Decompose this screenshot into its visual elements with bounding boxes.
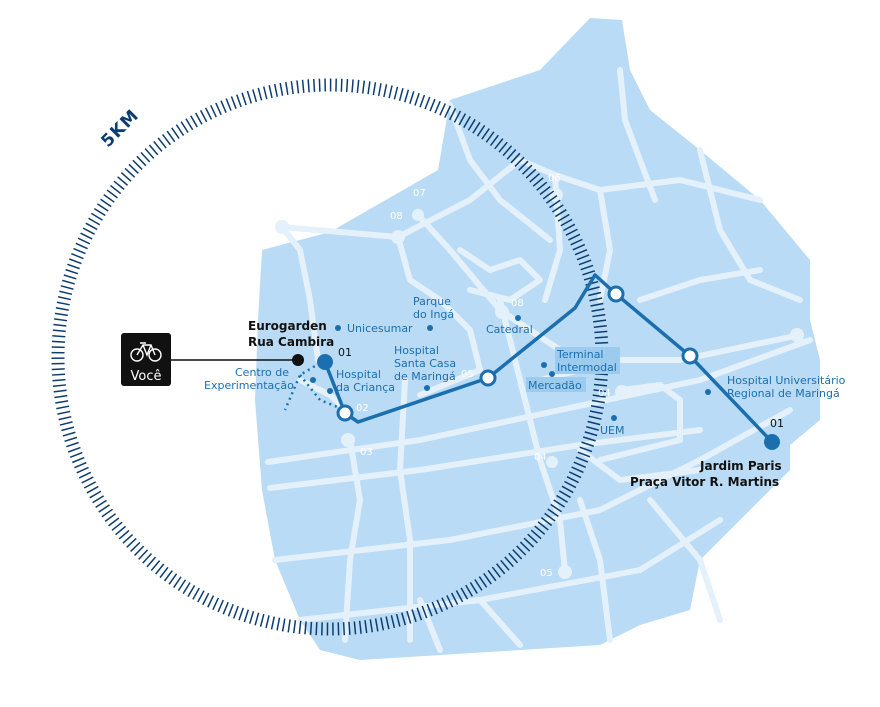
poi-uem: UEM [600, 424, 625, 437]
station-08-a: 08 [390, 211, 403, 222]
poi-hospital-universitario-line1: Hospital Universitário [727, 374, 846, 387]
bicycle-icon [130, 342, 162, 362]
walk-connector [283, 358, 346, 412]
station-02: 02 [356, 403, 369, 414]
destination-number: 01 [770, 417, 784, 430]
poi-parque-line2: do Ingá [413, 308, 454, 321]
route-waypoints [336, 285, 699, 422]
poi-hospital-crianca-line1: Hospital [336, 368, 381, 381]
poi-unicesumar: Unicesumar [347, 322, 413, 335]
mercadao-highlight [526, 377, 586, 392]
station-05-a: 05 [461, 369, 474, 380]
poi-santa-casa-line2: Santa Casa [394, 357, 456, 370]
station-08-b: 08 [511, 298, 524, 309]
station-04-b: 04 [534, 452, 547, 463]
poi-santa-casa-line1: Hospital [394, 344, 439, 357]
you-label: Você [131, 369, 162, 384]
origin-marker[interactable] [317, 354, 333, 370]
terminal-highlight [555, 347, 620, 374]
station-03: 03 [360, 447, 373, 458]
poi-centro-line1: Centro de [235, 366, 289, 379]
station-05-b: 05 [540, 568, 553, 579]
poi-santa-casa-line3: de Maringá [394, 370, 456, 383]
destination-marker[interactable] [764, 434, 780, 450]
poi-hospital-universitario-line2: Regional de Maringá [727, 387, 840, 400]
destination-name: Jardim Paris [699, 459, 782, 473]
origin-number: 01 [338, 346, 352, 359]
poi-parque-line1: Parque [413, 295, 451, 308]
poi-terminal-line2: Intermodal [557, 361, 617, 374]
poi-terminal-line1: Terminal [556, 348, 604, 361]
poi-centro-line2: Experimentação [204, 379, 294, 392]
station-04-a: 04 [598, 388, 611, 399]
origin-name: Eurogarden [248, 319, 327, 333]
destination-square: Praça Vitor R. Martins [630, 475, 779, 489]
poi-dots [310, 315, 711, 421]
poi-catedral: Catedral [486, 323, 533, 336]
poi-hospital-crianca-line2: da Criança [336, 381, 395, 394]
station-06: 06 [548, 173, 561, 184]
you-badge[interactable]: Você [121, 333, 171, 386]
origin-street: Rua Cambira [248, 335, 334, 349]
station-dots [275, 188, 804, 579]
poi-mercadao: Mercadão [528, 379, 582, 392]
radius-label: 5KM [97, 106, 143, 152]
station-07: 07 [413, 188, 426, 199]
